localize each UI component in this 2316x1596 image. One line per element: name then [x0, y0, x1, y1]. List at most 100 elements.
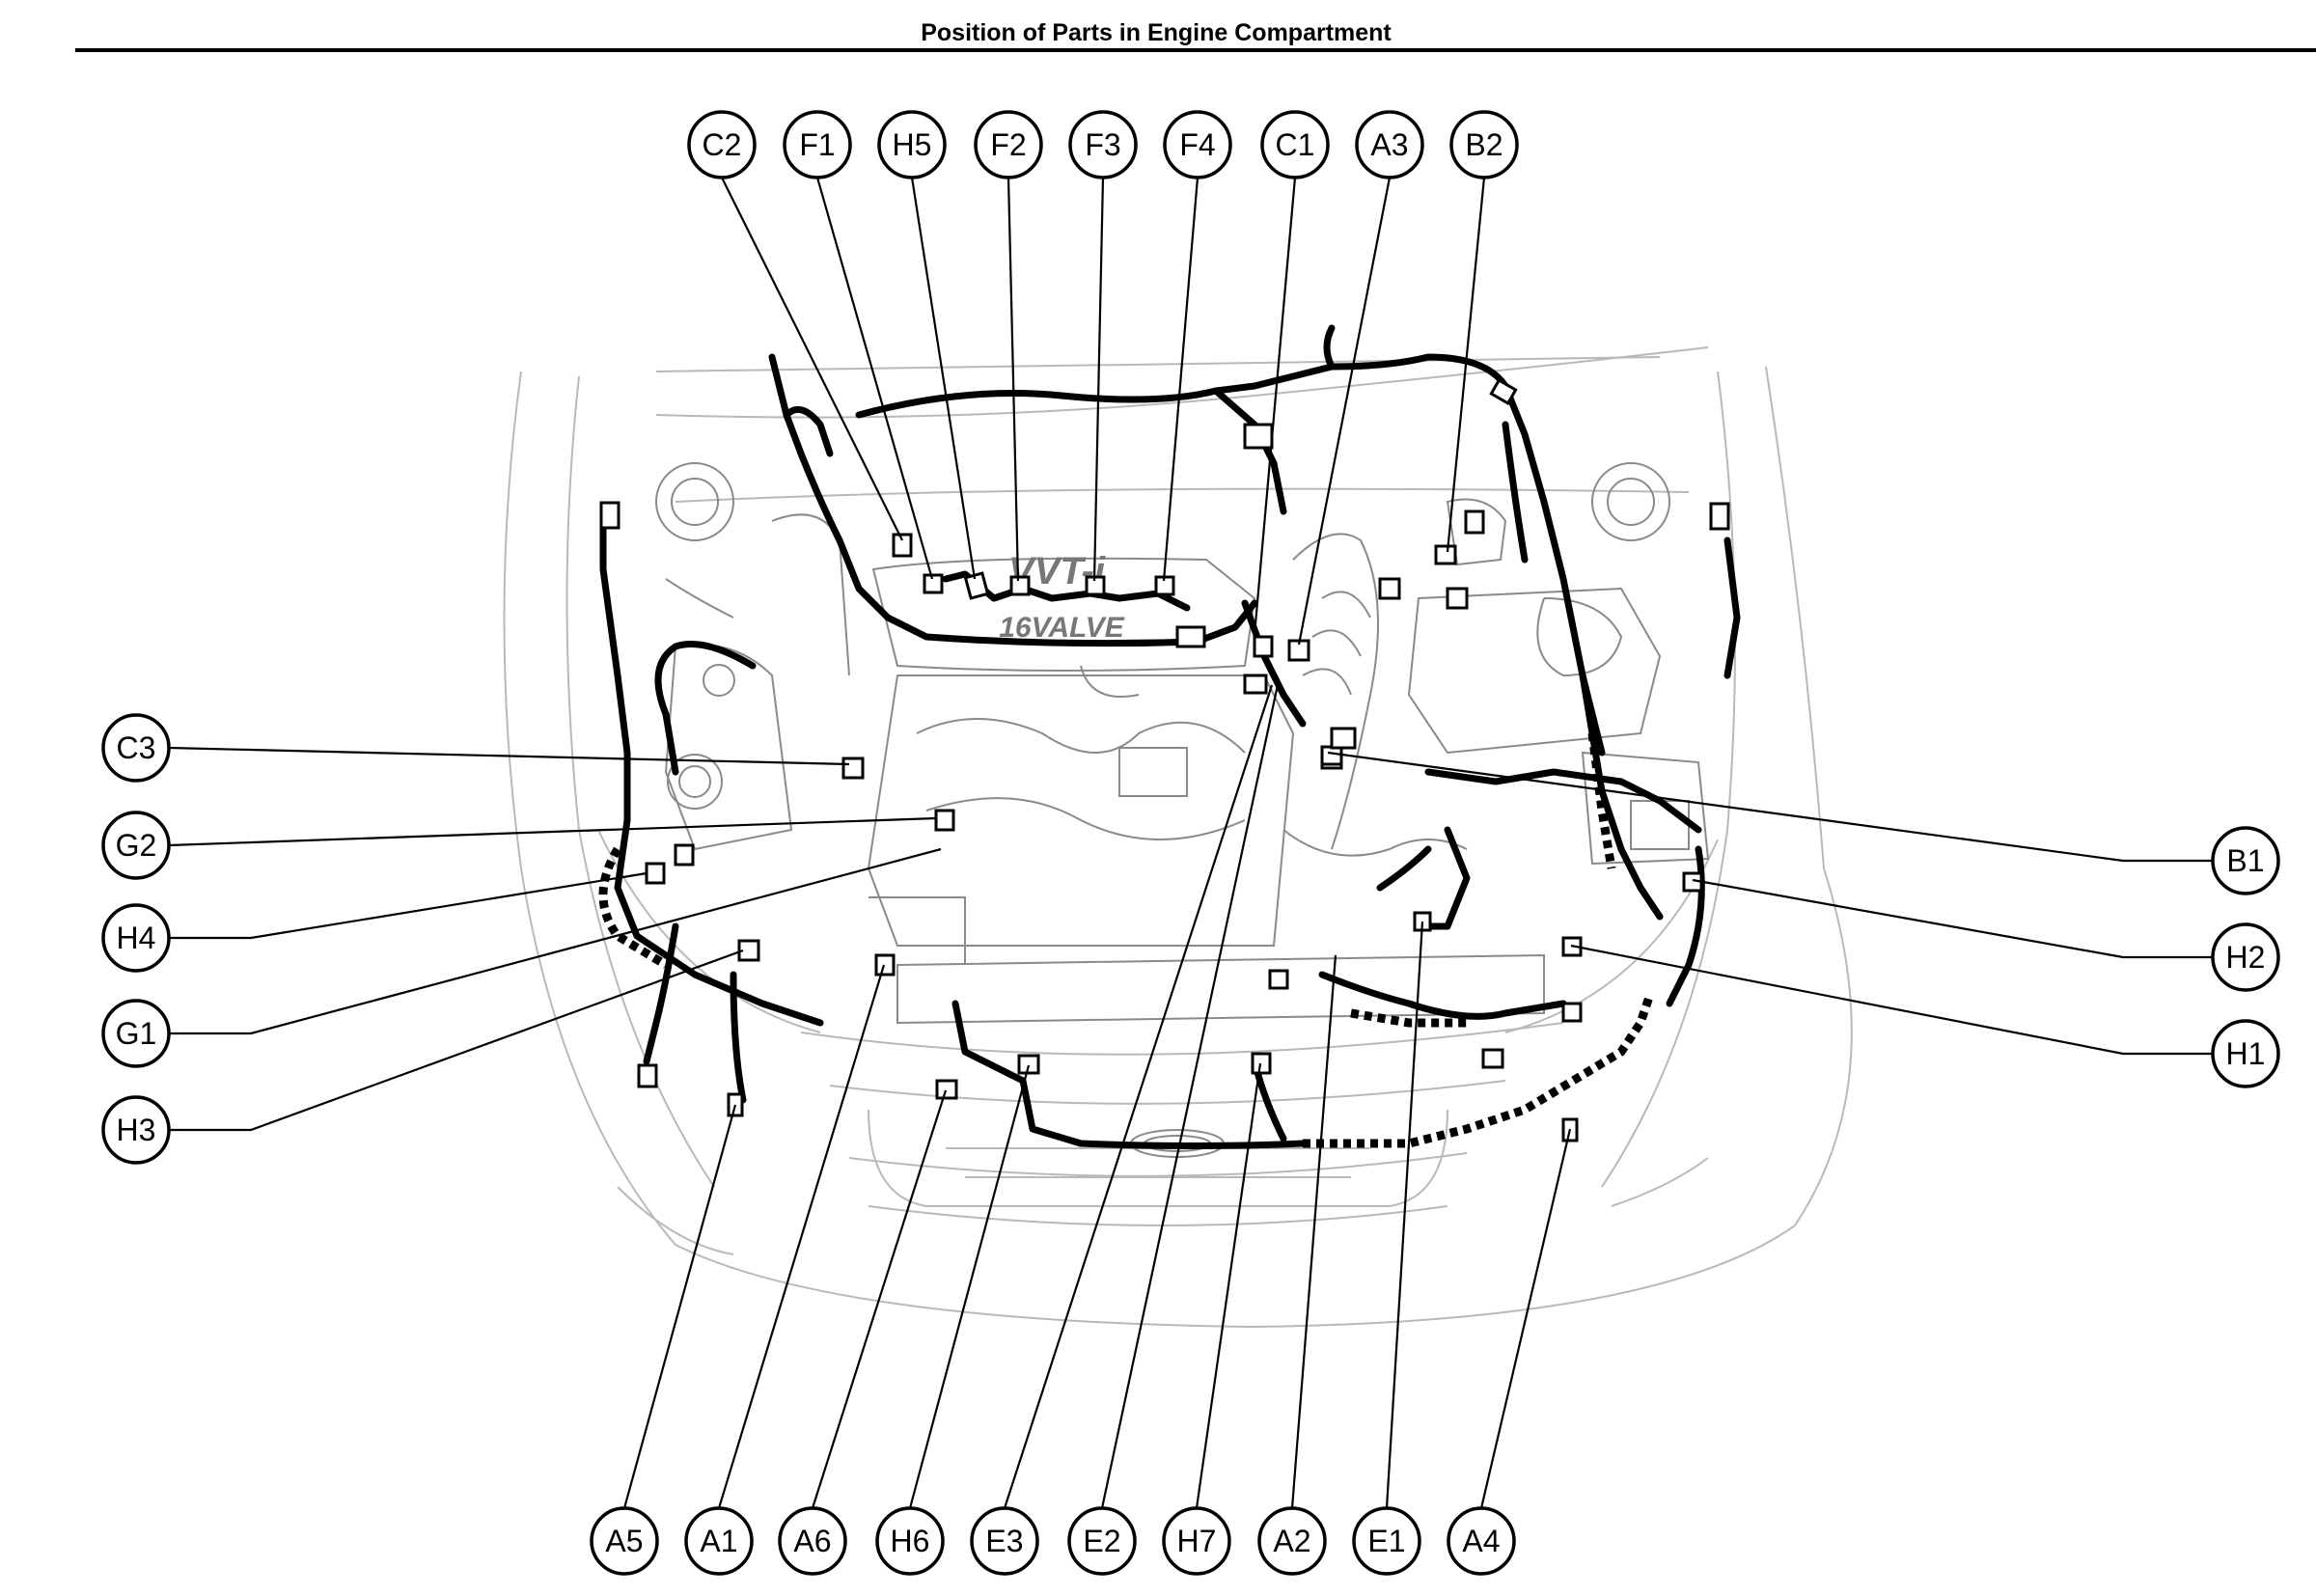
- leader-line-e2: [1100, 679, 1281, 1509]
- callout-g2: G2: [101, 811, 171, 880]
- leader-lines: [168, 177, 2213, 1509]
- leader-line-h4: [169, 871, 648, 940]
- leader-line-h5: [910, 177, 977, 580]
- callout-c1: C1: [1260, 110, 1330, 179]
- callout-label-f2: F2: [990, 127, 1026, 162]
- wire-harnesses: [598, 324, 1741, 1149]
- leader-line-c3: [168, 746, 850, 766]
- callout-label-b2: B2: [1465, 127, 1503, 162]
- callout-circle-h2: [2211, 922, 2280, 992]
- leader-line-b2: [1446, 177, 1486, 553]
- callout-label-h3: H3: [117, 1113, 156, 1147]
- leader-line-g2: [168, 816, 937, 847]
- callout-label-h2: H2: [2226, 940, 2266, 975]
- callout-circle-h4: [101, 903, 171, 973]
- callout-circle-h6: [875, 1506, 945, 1576]
- callout-f4: F4: [1163, 110, 1232, 179]
- callout-circle-h7: [1162, 1506, 1231, 1576]
- callout-e2: E2: [1067, 1506, 1137, 1576]
- callout-label-e3: E3: [985, 1524, 1023, 1558]
- callout-label-a1: A1: [700, 1524, 737, 1558]
- leader-line-g1: [169, 847, 942, 1035]
- leader-line-h3: [169, 949, 744, 1132]
- leader-line-c1: [1253, 177, 1297, 636]
- callout-label-h4: H4: [117, 921, 156, 955]
- callout-label-h5: H5: [893, 127, 932, 162]
- callout-label-a3: A3: [1370, 127, 1408, 162]
- leader-line-f2: [1006, 177, 1020, 582]
- callout-a6: A6: [778, 1506, 847, 1576]
- callout-a4: A4: [1447, 1506, 1516, 1576]
- callout-circle-f3: [1068, 110, 1138, 179]
- callout-circle-f1: [783, 110, 852, 179]
- callout-circle-h5: [877, 110, 947, 179]
- callout-label-a6: A6: [793, 1524, 831, 1558]
- page-title: Position of Parts in Engine Compartment: [921, 19, 1392, 46]
- callout-f3: F3: [1068, 110, 1138, 179]
- leader-line-h7: [1195, 1062, 1262, 1509]
- callout-label-f3: F3: [1085, 127, 1120, 162]
- callout-label-f1: F1: [799, 127, 835, 162]
- leader-line-e1: [1385, 921, 1424, 1509]
- callout-b1: B1: [2211, 826, 2280, 895]
- callout-c2: C2: [687, 110, 757, 179]
- leader-line-f4: [1162, 177, 1199, 582]
- callout-label-a5: A5: [605, 1524, 643, 1558]
- leader-line-b1: [1327, 751, 2213, 863]
- callout-c3: C3: [101, 713, 171, 783]
- callout-circle-c1: [1260, 110, 1330, 179]
- callout-label-h1: H1: [2226, 1036, 2266, 1071]
- callout-circle-e1: [1352, 1506, 1421, 1576]
- callout-f1: F1: [783, 110, 852, 179]
- callout-circle-a4: [1447, 1506, 1516, 1576]
- callout-circle-e2: [1067, 1506, 1137, 1576]
- callout-h7: H7: [1162, 1506, 1231, 1576]
- callout-h2: H2: [2211, 922, 2280, 992]
- callout-b2: B2: [1449, 110, 1519, 179]
- callout-circle-f2: [974, 110, 1043, 179]
- callout-label-g2: G2: [116, 828, 157, 863]
- callout-a3: A3: [1355, 110, 1424, 179]
- callout-h1: H1: [2211, 1019, 2280, 1088]
- callout-circle-b1: [2211, 826, 2280, 895]
- leader-line-a4: [1479, 1128, 1572, 1509]
- callout-circle-f4: [1163, 110, 1232, 179]
- callout-label-b1: B1: [2226, 843, 2264, 878]
- callout-label-c3: C3: [117, 730, 156, 765]
- callout-label-e2: E2: [1083, 1524, 1120, 1558]
- leader-line-a2: [1290, 954, 1337, 1509]
- engine-assembly: VVT-i 16VALVE: [655, 462, 1710, 1025]
- callout-label-c1: C1: [1276, 127, 1315, 162]
- callout-h6: H6: [875, 1506, 945, 1576]
- callout-circle-h3: [101, 1095, 171, 1165]
- leader-line-f3: [1092, 177, 1105, 582]
- leader-line-a1: [717, 964, 886, 1509]
- callout-label-h7: H7: [1177, 1524, 1217, 1558]
- vehicle-body-outline: [503, 346, 1853, 1329]
- callout-label-a2: A2: [1273, 1524, 1310, 1558]
- connectors: [599, 378, 1730, 1142]
- callout-label-f4: F4: [1179, 127, 1215, 162]
- leader-line-a3: [1297, 177, 1392, 646]
- leader-line-h1: [1570, 944, 2213, 1056]
- callout-label-g1: G1: [116, 1016, 157, 1051]
- callout-circle-a1: [684, 1506, 754, 1576]
- callout-circle-g1: [101, 999, 171, 1068]
- leader-line-a5: [622, 1104, 737, 1509]
- callout-h4: H4: [101, 903, 171, 973]
- callout-circle-c3: [101, 713, 171, 783]
- callout-label-h6: H6: [891, 1524, 930, 1558]
- valve-emblem: 16VALVE: [999, 612, 1124, 644]
- callout-circle-h1: [2211, 1019, 2280, 1088]
- leader-line-a6: [811, 1089, 948, 1509]
- leader-line-c2: [721, 177, 903, 541]
- callout-g1: G1: [101, 999, 171, 1068]
- leader-line-h6: [908, 1064, 1031, 1509]
- leader-line-e3: [1003, 684, 1274, 1509]
- callout-circle-a6: [778, 1506, 847, 1576]
- callout-a5: A5: [590, 1506, 659, 1576]
- leader-line-h2: [1692, 878, 2213, 959]
- callout-circle-a3: [1355, 110, 1424, 179]
